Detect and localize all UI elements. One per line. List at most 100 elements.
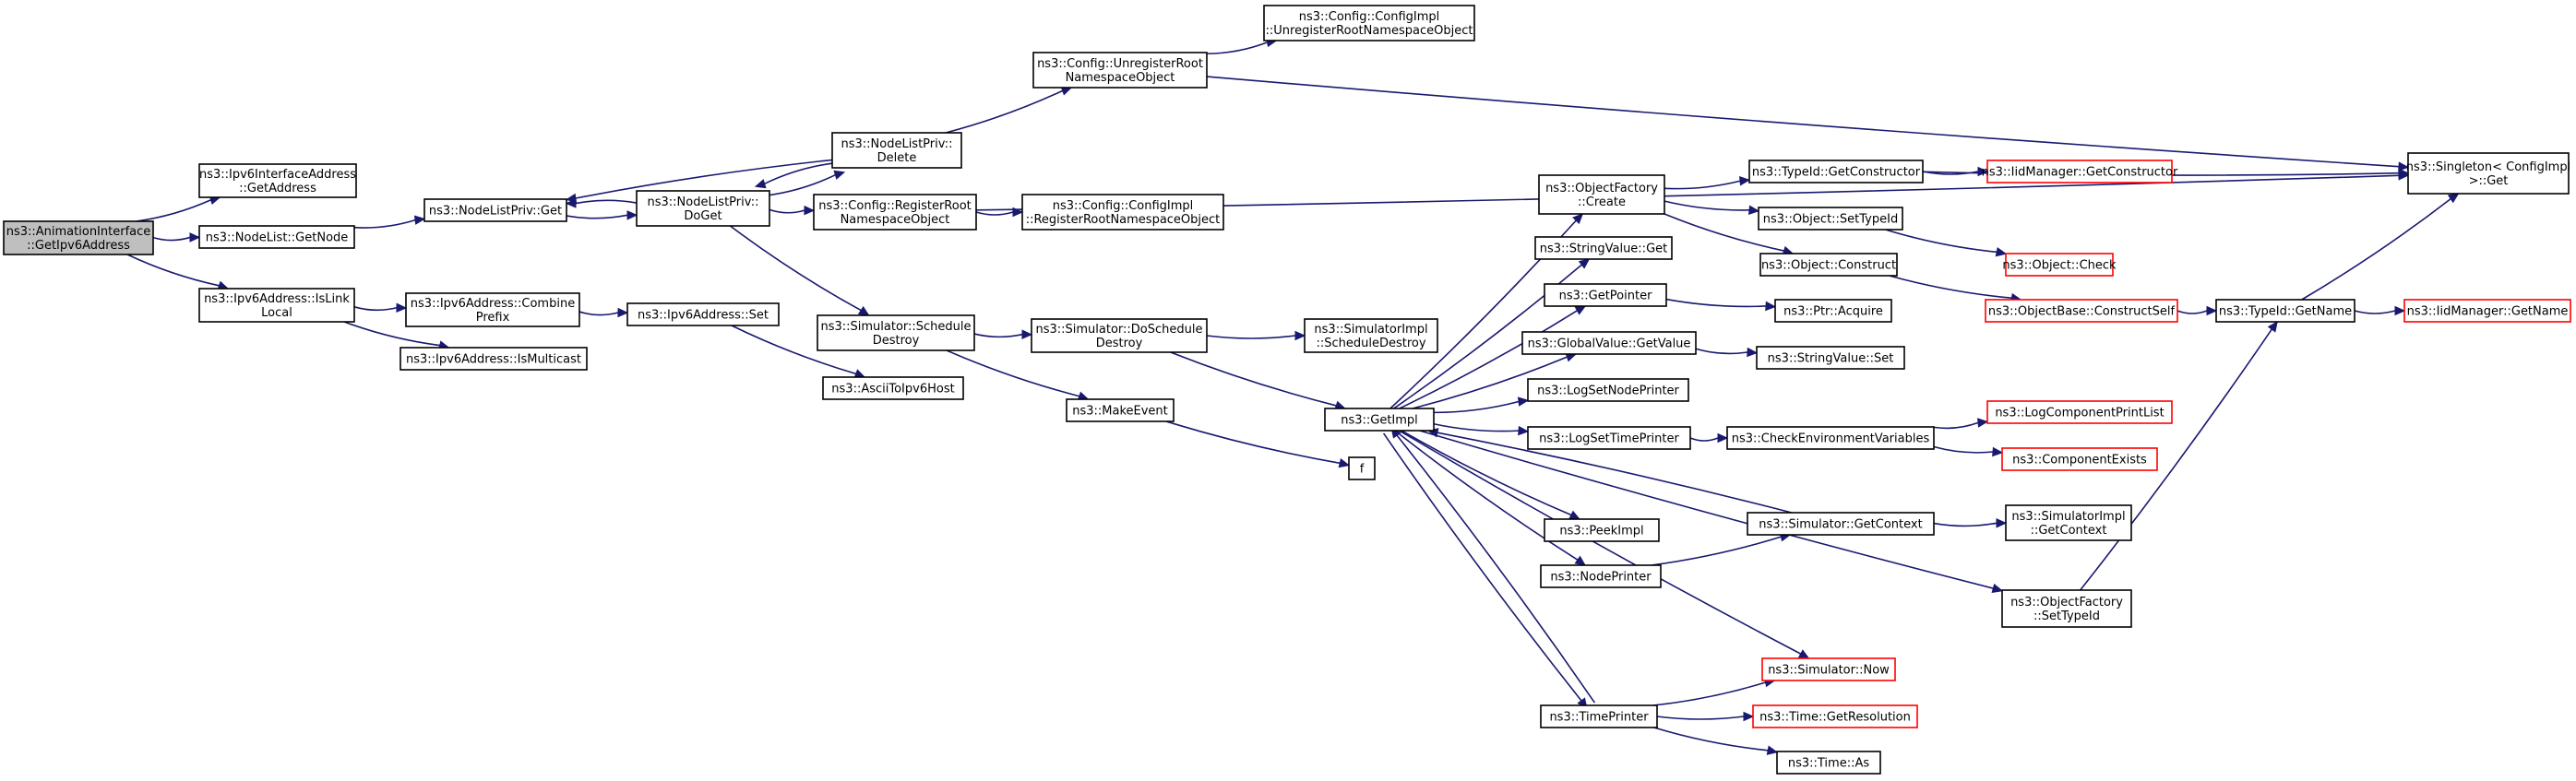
node-peekimpl[interactable]: ns3::PeekImpl [1544,518,1660,542]
node-nodelist-getnode[interactable]: ns3::NodeList::GetNode [198,225,355,249]
node-objbase-construct[interactable]: ns3::ObjectBase::ConstructSelf [1985,299,2178,323]
edge-line [1652,681,1766,706]
node-sim-getcontext[interactable]: ns3::Simulator::GetContext [1747,512,1935,536]
arrowhead [1748,205,1760,215]
edge-line [973,333,1023,338]
node-time-getres[interactable]: ns3::Time::GetResolution [1752,704,1918,728]
node-timeprinter[interactable]: ns3::TimePrinter [1540,704,1658,728]
arrowhead [1021,329,1033,339]
node-checkenv[interactable]: ns3::CheckEnvironmentVariables [1726,426,1935,450]
edge-line [1664,180,1741,190]
node-simimpl-getcontext[interactable]: ns3::SimulatorImpl::GetContext [2005,504,2132,541]
node-nlp-doget[interactable]: ns3::NodeListPriv::DoGet [636,190,770,227]
node-box [2215,299,2355,323]
edge-line [1933,445,1994,454]
node-label: ns3::Time::GetResolution [1759,711,1911,725]
node-logcomplist[interactable]: ns3::LogComponentPrintList [1986,400,2173,424]
node-cfg-unreg[interactable]: ns3::Config::UnregisterRootNamespaceObje… [1032,52,1208,89]
node-objfactory-settypeid[interactable]: ns3::ObjectFactory::SetTypeId [2001,589,2132,628]
node-label: ns3::ObjectFactory [2010,596,2123,609]
node-cfgimpl-unreg[interactable]: ns3::Config::ConfigImpl::UnregisterRootN… [1263,5,1475,41]
edge-line [1656,716,1745,720]
edge-sim_dosched-to-getimpl [1170,351,1346,410]
edge-sim_getcontext-to-simimpl_getcontext [1933,518,2008,528]
node-objfactory-create[interactable]: ns3::ObjectFactory::Create [1538,174,1665,215]
edge-line [1206,76,2400,168]
node-iidmgr-getname[interactable]: ns3::IidManager::GetName [2403,299,2571,323]
node-label: ns3::SimulatorImpl [1314,323,1427,337]
node-box [1521,331,1697,355]
node-nlp-get[interactable]: ns3::NodeListPriv::Get [423,198,567,222]
node-compexists[interactable]: ns3::ComponentExists [2001,447,2158,471]
node-label: ns3::Config::ConfigImpl [1053,199,1194,213]
node-singleton[interactable]: ns3::Singleton< ConfigImpl >::Get [2406,152,2570,195]
node-label: ns3::Simulator::DoSchedule [1035,323,1202,337]
node-box [1540,704,1658,728]
node-label: ns3::TypeId::GetName [2219,305,2352,319]
node-nlp-delete[interactable]: ns3::NodeListPriv::Delete [831,132,962,169]
node-cfgimpl-reg[interactable]: ns3::Config::ConfigImpl::RegisterRootNam… [1021,194,1224,231]
node-getimpl[interactable]: ns3::GetImpl [1324,408,1435,432]
node-label: ::SetTypeId [2033,609,2100,623]
node-box [1538,174,1665,215]
edge-root-to-nodelist_getnode [152,232,201,243]
node-globalvalue[interactable]: ns3::GlobalValue::GetValue [1521,331,1697,355]
node-ismulticast[interactable]: ns3::Ipv6Address::IsMulticast [400,347,588,371]
node-root[interactable]: ns3::AnimationInterface::GetIpv6Address [3,220,154,255]
node-iidmgr-getctor[interactable]: ns3::IidManager::GetConstructor [1982,160,2178,183]
node-box [1544,518,1660,542]
edge-line [1933,522,1998,527]
node-getpointer[interactable]: ns3::GetPointer [1544,283,1667,307]
node-box [1534,236,1673,260]
node-label: ns3::Ipv6Address::IsLink [204,292,350,306]
edge-typeid_getname-to-singleton [2301,193,2460,301]
node-typeid-getname[interactable]: ns3::TypeId::GetName [2215,299,2355,323]
node-obj-settypeid[interactable]: ns3::Object::SetTypeId [1758,207,1903,231]
arrowhead [1338,458,1351,468]
arrowhead [2394,305,2406,316]
node-ptr-acquire[interactable]: ns3::Ptr::Acquire [1774,299,1892,323]
edge-line [343,321,440,347]
node-time-as[interactable]: ns3::Time::As [1776,751,1881,775]
arrowhead [1977,418,1989,428]
arrowhead [754,179,767,189]
node-logsettime[interactable]: ns3::LogSetTimePrinter [1527,426,1691,450]
edge-getimpl-to-nodeprinter [1394,430,1587,566]
node-label: ns3::Config::UnregisterRoot [1037,57,1203,71]
node-simimpl-sched[interactable]: ns3::SimulatorImpl::ScheduleDestroy [1304,318,1438,353]
node-obj-construct[interactable]: ns3::Object::Construct [1759,253,1898,277]
node-nodeprinter[interactable]: ns3::NodePrinter [1540,564,1662,588]
node-makeevent[interactable]: ns3::MakeEvent [1066,398,1175,422]
node-label: ns3::ComponentExists [2012,454,2147,467]
node-label: ns3::AnimationInterface [6,225,151,239]
node-ascii[interactable]: ns3::AsciiToIpv6Host [822,376,964,400]
arrowhead [1992,446,2004,457]
arrowhead [626,210,638,220]
edge-line [1433,422,1520,432]
node-label: ns3::Ipv6Address::Set [638,309,769,323]
arrowhead [1294,330,1306,341]
node-obj-check[interactable]: ns3::Object::Check [2002,253,2117,277]
arrowhead [1518,425,1530,436]
edge-obj_construct-to-objbase_construct [1889,275,2022,303]
edge-line [769,208,805,214]
node-logsetnode[interactable]: ns3::LogSetNodePrinter [1527,378,1689,402]
node-label: ::UnregisterRootNamespaceObject [1266,24,1473,38]
node-box [198,225,355,249]
node-f[interactable]: f [1348,456,1376,480]
node-ipv6ifaddr[interactable]: ns3::Ipv6InterfaceAddress::GetAddress [198,163,357,198]
edge-objfactory_settypeid-to-typeid_getname [2080,321,2278,591]
node-cfg-reg[interactable]: ns3::Config::RegisterRootNamespaceObject [813,194,977,231]
node-addr-set[interactable]: ns3::Ipv6Address::Set [626,302,780,326]
node-label: ns3::Ipv6Address::IsMulticast [406,353,581,367]
node-box [1726,426,1935,450]
node-stringvalue-set[interactable]: ns3::StringValue::Set [1756,346,1905,370]
node-sim-now[interactable]: ns3::Simulator::Now [1761,657,1896,681]
node-box [1544,283,1667,307]
node-typeid-getctor[interactable]: ns3::TypeId::GetConstructor [1748,160,1924,183]
node-stringvalue-get[interactable]: ns3::StringValue::Get [1534,236,1673,260]
node-sim-sched-destroy[interactable]: ns3::Simulator::ScheduleDestroy [817,314,975,351]
